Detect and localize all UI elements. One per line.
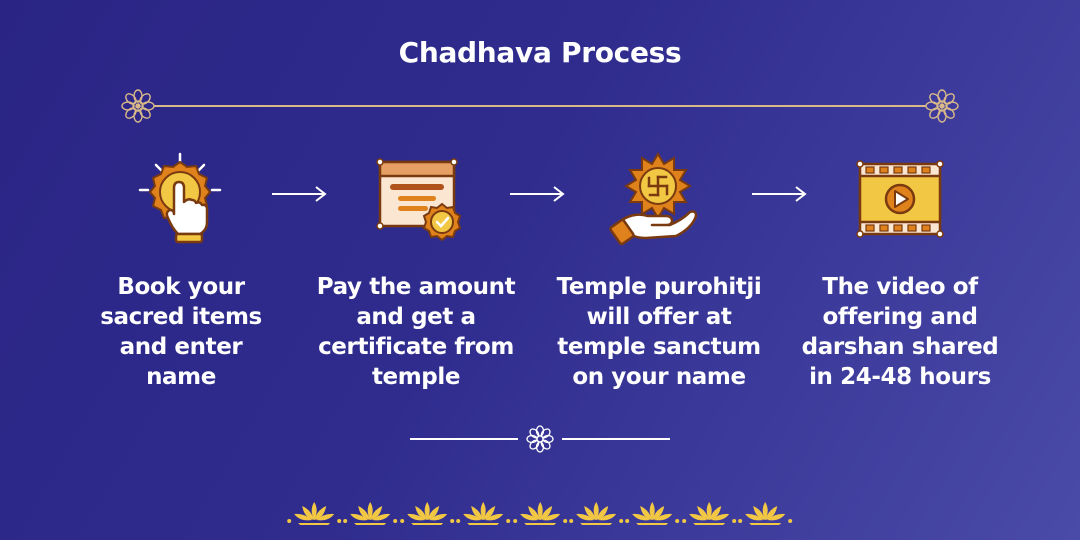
lotus-border	[286, 494, 794, 528]
mandala-icon	[121, 89, 155, 123]
step-text-line: sacred items	[100, 304, 262, 330]
step-text-line: on your name	[572, 364, 746, 390]
step-text-line: Pay the amount	[316, 274, 516, 300]
divider-line	[154, 105, 926, 107]
step-text-line: name	[146, 364, 216, 390]
lotus-icon	[399, 502, 454, 525]
lotus-icon	[456, 502, 511, 525]
step-text-line: and get a	[356, 304, 476, 330]
page-title: Chadhava Process	[398, 36, 682, 69]
lotus-icon	[569, 502, 624, 525]
bottom-divider	[410, 424, 670, 454]
step-text-line: Temple purohitji	[556, 274, 762, 300]
step-4-description: The video of offering and darshan shared…	[790, 272, 1010, 392]
divider-line	[410, 438, 518, 440]
lotus-icon	[287, 502, 342, 525]
step-text-line: darshan shared	[801, 334, 999, 360]
offering-hand-icon	[609, 152, 698, 246]
lotus-icon	[738, 502, 793, 525]
arrow-right-icon	[510, 186, 565, 202]
certificate-icon	[376, 158, 462, 242]
lotus-icon	[681, 502, 736, 525]
step-text-line: Book your	[117, 274, 245, 300]
arrow-right-icon	[272, 186, 327, 202]
step-text-line: and enter	[119, 334, 243, 360]
divider-line	[562, 438, 670, 440]
step-text-line: certificate from	[318, 334, 514, 360]
step-text-line: temple	[371, 364, 461, 390]
step-3-description: Temple purohitji will offer at temple sa…	[549, 272, 769, 392]
lotus-icon	[512, 502, 567, 525]
step-1-description: Book your sacred items and enter name	[71, 272, 291, 392]
step-2-description: Pay the amount and get a certificate fro…	[306, 272, 526, 392]
top-divider	[120, 88, 960, 124]
step-text-line: The video of	[822, 274, 978, 300]
step-text-line: will offer at	[586, 304, 732, 330]
step-text-line: in 24-48 hours	[809, 364, 991, 390]
arrow-right-icon	[752, 186, 807, 202]
video-film-icon	[856, 160, 944, 238]
lotus-icon	[625, 502, 680, 525]
lotus-icon	[343, 502, 398, 525]
flower-icon	[526, 425, 554, 453]
tap-coin-icon	[138, 152, 222, 244]
step-text-line: offering and	[822, 304, 978, 330]
step-text-line: temple sanctum	[557, 334, 761, 360]
mandala-icon	[925, 89, 959, 123]
